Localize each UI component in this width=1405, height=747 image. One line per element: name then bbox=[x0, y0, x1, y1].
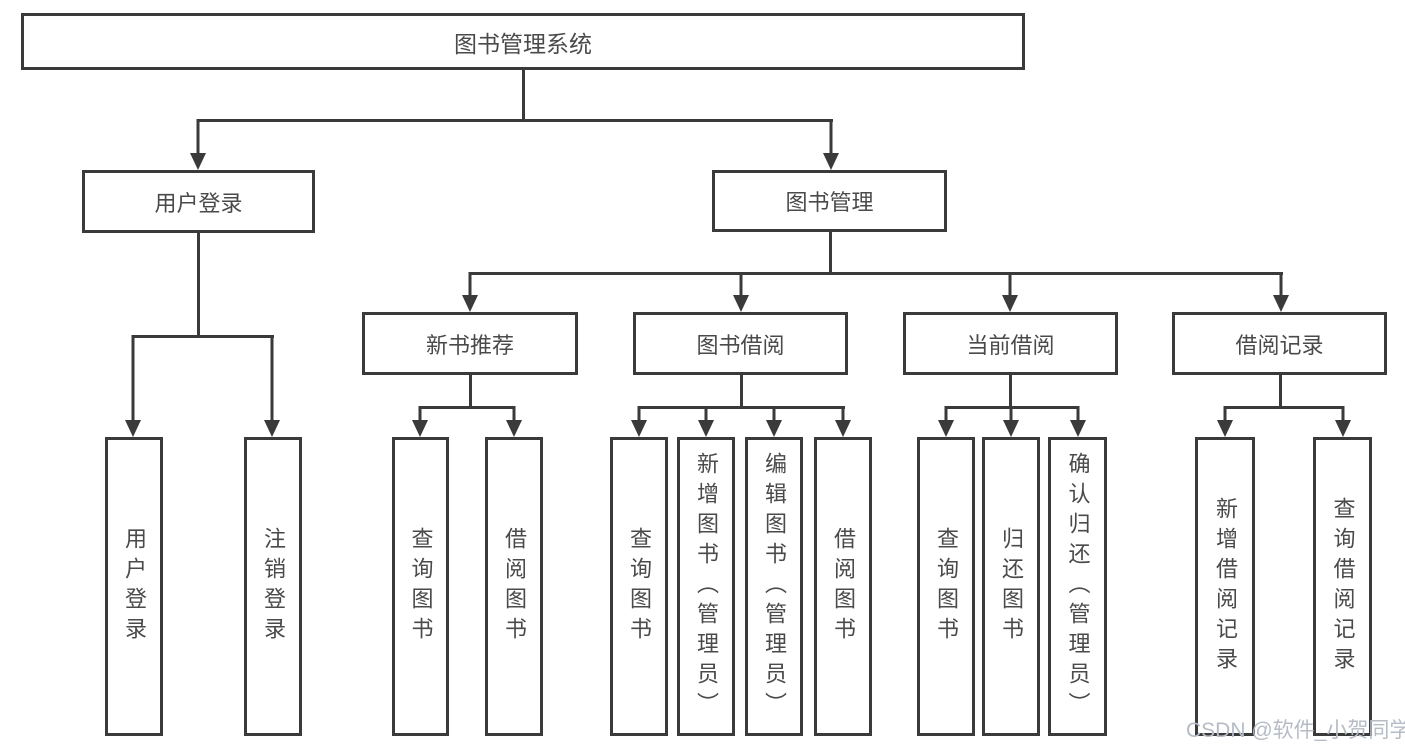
node-label: 借阅图书 bbox=[502, 526, 527, 647]
node-label: 注销登录 bbox=[261, 526, 286, 647]
arrow-down-icon bbox=[1069, 406, 1086, 437]
node-query-book-borrowing: 查询图书 bbox=[610, 437, 668, 736]
connector-book-borrow-hline bbox=[637, 406, 845, 409]
arrow-down-icon bbox=[506, 406, 523, 437]
arrow-down-icon bbox=[698, 406, 715, 437]
node-user-login-group: 用户登录 bbox=[82, 170, 315, 233]
arrow-down-icon bbox=[823, 119, 840, 170]
arrow-down-icon bbox=[1334, 406, 1351, 437]
csdn-watermark: CSDN @软件_小贺同学 bbox=[1186, 719, 1405, 742]
node-book-management-group: 图书管理 bbox=[712, 170, 947, 232]
node-label: 查询图书 bbox=[627, 526, 652, 647]
arrow-down-icon bbox=[190, 119, 207, 170]
arrow-down-icon bbox=[766, 406, 783, 437]
node-label: 新增借阅记录 bbox=[1213, 496, 1238, 677]
connector-user-login-hline bbox=[131, 335, 274, 338]
node-label: 用户登录 bbox=[154, 190, 243, 216]
arrow-down-icon bbox=[1002, 272, 1019, 312]
node-confirm-return-admin: 确认归还（管理员） bbox=[1048, 437, 1107, 736]
node-label: 当前借阅 bbox=[966, 332, 1055, 358]
arrow-down-icon bbox=[412, 406, 429, 437]
node-query-borrow-record: 查询借阅记录 bbox=[1313, 437, 1372, 736]
node-new-book-recommend: 新书推荐 bbox=[362, 312, 578, 375]
connector-book-mgmt-hline bbox=[468, 272, 1283, 275]
node-add-borrow-record: 新增借阅记录 bbox=[1195, 437, 1255, 736]
connector-current-borrow-stem bbox=[1008, 375, 1012, 406]
node-add-book-admin: 新增图书（管理员） bbox=[677, 437, 735, 736]
arrow-down-icon bbox=[264, 335, 281, 437]
node-label: 借阅记录 bbox=[1235, 332, 1324, 358]
connector-user-login-stem bbox=[196, 233, 200, 335]
node-label: 新书推荐 bbox=[425, 332, 514, 358]
connector-new-book-hline bbox=[418, 406, 515, 409]
node-user-login-leaf: 用户登录 bbox=[105, 437, 163, 736]
node-label: 借阅图书 bbox=[831, 526, 856, 647]
arrow-down-icon bbox=[462, 272, 479, 312]
arrow-down-icon bbox=[938, 406, 955, 437]
node-query-book-current: 查询图书 bbox=[917, 437, 975, 736]
node-library-management-system: 图书管理系统 bbox=[21, 13, 1025, 70]
node-logout-leaf: 注销登录 bbox=[244, 437, 302, 736]
node-book-borrowing: 图书借阅 bbox=[633, 312, 848, 375]
arrow-down-icon bbox=[1003, 406, 1020, 437]
connector-new-book-stem bbox=[468, 375, 472, 406]
node-edit-book-admin: 编辑图书（管理员） bbox=[745, 437, 803, 736]
arrow-down-icon bbox=[1217, 406, 1234, 437]
arrow-down-icon bbox=[631, 406, 648, 437]
node-label: 图书管理 bbox=[785, 190, 874, 215]
node-borrow-book-leaf: 借阅图书 bbox=[814, 437, 872, 736]
node-current-borrowing: 当前借阅 bbox=[903, 312, 1118, 375]
node-label: 查询图书 bbox=[934, 526, 959, 647]
node-label: 图书借阅 bbox=[696, 332, 785, 358]
arrow-down-icon bbox=[733, 272, 750, 312]
connector-records-stem bbox=[1278, 375, 1282, 406]
node-label: 图书管理系统 bbox=[454, 30, 592, 57]
connector-book-borrow-stem bbox=[739, 375, 743, 406]
node-label: 新增图书（管理员） bbox=[694, 451, 719, 722]
node-label: 确认归还（管理员） bbox=[1065, 451, 1091, 722]
arrow-down-icon bbox=[1273, 272, 1290, 312]
connector-book-mgmt-stem bbox=[828, 232, 832, 272]
arrow-down-icon bbox=[835, 406, 852, 437]
node-return-book: 归还图书 bbox=[982, 437, 1040, 736]
node-query-book-recommend: 查询图书 bbox=[392, 437, 449, 736]
node-label: 用户登录 bbox=[122, 526, 147, 647]
arrow-down-icon bbox=[125, 335, 142, 437]
node-label: 归还图书 bbox=[999, 526, 1024, 647]
connector-root-stem bbox=[521, 70, 525, 119]
node-label: 编辑图书（管理员） bbox=[762, 451, 787, 722]
node-borrow-book-recommend: 借阅图书 bbox=[485, 437, 543, 736]
connector-root-hline bbox=[196, 119, 833, 122]
node-borrowing-records: 借阅记录 bbox=[1172, 312, 1387, 375]
node-label: 查询图书 bbox=[408, 526, 434, 647]
connector-records-hline bbox=[1223, 406, 1344, 409]
node-label: 查询借阅记录 bbox=[1330, 496, 1356, 677]
